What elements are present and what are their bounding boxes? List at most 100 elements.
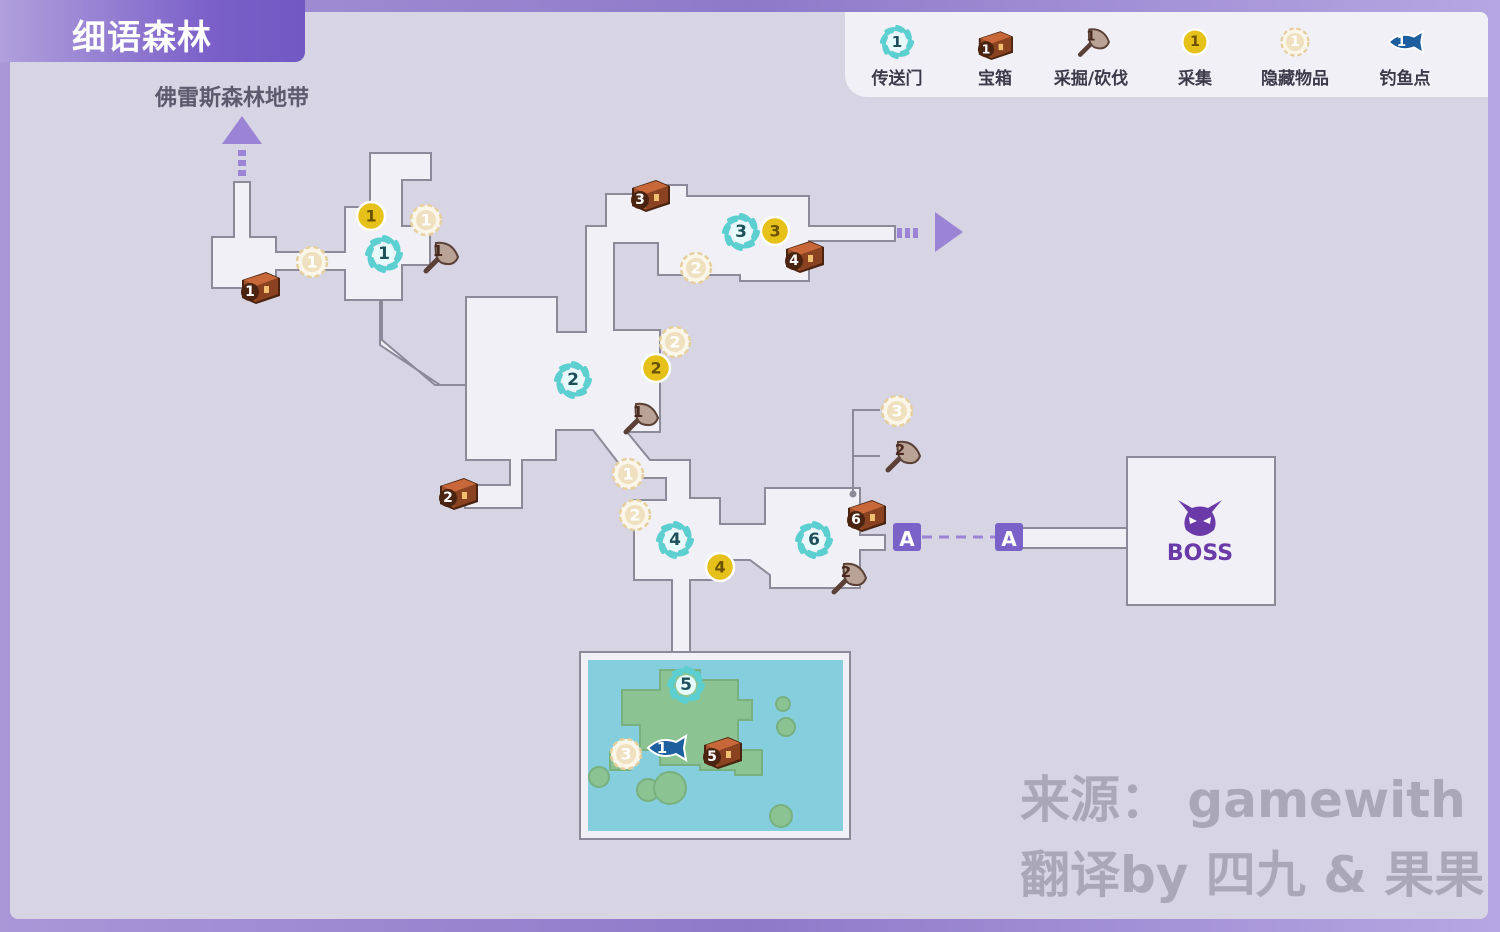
- gather-marker[interactable]: 1: [355, 200, 387, 232]
- portal-marker[interactable]: 5: [665, 664, 706, 705]
- portal-marker[interactable]: 4: [654, 519, 695, 560]
- hidden-item-icon: 1: [1280, 27, 1310, 57]
- chest-legend-glyph: 1: [977, 31, 1013, 60]
- hidden-item-marker[interactable]: 1: [295, 245, 329, 279]
- chest-number: 6: [851, 512, 861, 528]
- gather-number: 1: [1190, 34, 1200, 50]
- hidden-item-marker[interactable]: 3: [609, 737, 643, 771]
- fish-icon: 1: [1387, 29, 1425, 55]
- exit-arrow-right: [897, 212, 963, 252]
- portal-number: 1: [892, 33, 903, 51]
- portal-number: 4: [669, 530, 681, 550]
- exit-arrow-up: [222, 116, 262, 176]
- dig-legend-glyph: 1: [1077, 28, 1110, 57]
- fish-number: 1: [1397, 34, 1406, 50]
- chest-number: 4: [789, 253, 799, 269]
- legend-panel: 1 传送门 1 宝箱 1 采掘/砍伐 1 采集 1 隐藏物品 1 钓鱼点: [845, 12, 1488, 97]
- portal-marker[interactable]: 3: [720, 211, 761, 252]
- dig-number: 1: [433, 242, 443, 260]
- legend-item-gather: 1 采集: [1165, 24, 1225, 89]
- hidden-item-number: 2: [690, 259, 701, 278]
- gather-marker[interactable]: 2: [640, 352, 672, 384]
- axe-icon: 1: [1077, 28, 1110, 57]
- hidden-item-number: 3: [620, 745, 631, 764]
- chest-marker[interactable]: 6: [847, 500, 886, 532]
- fish-legend-glyph: 1: [1387, 29, 1425, 55]
- exit-label: 佛雷斯森林地带: [155, 86, 310, 111]
- map-area-northwest: [211, 152, 896, 656]
- gather-marker[interactable]: 3: [759, 215, 791, 247]
- hidden-item-number: 1: [1290, 34, 1300, 50]
- chest-marker[interactable]: 5: [703, 737, 742, 769]
- legend-item-fish: 1 钓鱼点: [1370, 24, 1440, 89]
- chest-marker[interactable]: 2: [439, 478, 478, 510]
- dig-marker[interactable]: 1: [623, 402, 660, 435]
- chest-marker[interactable]: 1: [241, 272, 280, 304]
- chest-icon: 1: [977, 31, 1013, 60]
- gather-number: 1: [365, 207, 376, 226]
- hidden-item-marker[interactable]: 2: [618, 498, 652, 532]
- hidden-item-marker[interactable]: 3: [880, 394, 914, 428]
- dig-marker[interactable]: 1: [423, 241, 460, 274]
- portal-number: 1: [378, 244, 390, 264]
- boss-demon-icon: [1178, 500, 1222, 536]
- portal-number: 6: [808, 530, 820, 550]
- hidden-item-marker[interactable]: 1: [409, 203, 443, 237]
- hidden-item-marker[interactable]: 1: [611, 457, 645, 491]
- portal-marker[interactable]: 6: [793, 519, 834, 560]
- gather-icon: 1: [1181, 28, 1209, 56]
- dig-number: 2: [895, 441, 905, 459]
- portal-number: 3: [735, 222, 747, 242]
- legend-label-gather: 采集: [1178, 69, 1212, 89]
- portal-icon: 1: [879, 24, 915, 60]
- chest-number: 1: [982, 42, 991, 57]
- legend-label-dig: 采掘/砍伐: [1053, 69, 1129, 89]
- gather-number: 3: [769, 222, 780, 241]
- gather-number: 4: [714, 558, 725, 577]
- hidden-item-marker[interactable]: 2: [658, 325, 692, 359]
- dig-number: 1: [1086, 29, 1095, 45]
- legend-label-portal: 传送门: [871, 69, 923, 89]
- legend-item-chest: 1 宝箱: [965, 24, 1025, 89]
- chest-number: 3: [635, 192, 645, 208]
- chest-marker[interactable]: 3: [631, 180, 670, 212]
- gather-legend-glyph: 1: [1181, 28, 1209, 56]
- gather-number: 2: [650, 359, 661, 378]
- map-markers: 1 1 1 2 2 2 3 3 1 2 3 4 1 2 3 4 5 6 1 1 …: [241, 180, 922, 771]
- dig-marker[interactable]: 2: [885, 440, 922, 473]
- legend-item-dig: 1 采掘/砍伐: [1045, 24, 1137, 89]
- connector-a-link: A A: [893, 523, 1023, 551]
- credit-translation: 翻译by 四九 & 果果: [1020, 846, 1485, 904]
- portal-marker[interactable]: 1: [363, 233, 404, 274]
- hidden-item-number: 1: [306, 253, 317, 272]
- dig-number: 1: [633, 403, 643, 421]
- dig-marker[interactable]: 2: [831, 562, 868, 595]
- portal-marker[interactable]: 2: [552, 359, 593, 400]
- fishing-spot-marker[interactable]: 1: [646, 734, 688, 762]
- hidden-item-number: 2: [669, 333, 680, 352]
- chest-number: 1: [245, 284, 255, 300]
- gather-marker[interactable]: 4: [704, 551, 736, 583]
- boss-marker[interactable]: BOSS: [1167, 500, 1233, 566]
- portal-number: 5: [680, 675, 692, 695]
- hidden-item-marker[interactable]: 2: [679, 251, 713, 285]
- fish-number: 1: [657, 739, 667, 757]
- hidden-item-number: 3: [891, 402, 902, 421]
- connector-label: A: [1001, 527, 1017, 551]
- boss-corridor: [1019, 527, 1128, 549]
- dig-number: 2: [841, 563, 851, 581]
- hidden-legend-glyph: 1: [1280, 27, 1310, 57]
- credit-source: 来源： gamewith: [1020, 771, 1466, 829]
- branch-line: [852, 409, 880, 494]
- chest-marker[interactable]: 4: [785, 241, 824, 273]
- legend-label-chest: 宝箱: [978, 69, 1012, 89]
- chest-number: 5: [707, 749, 717, 765]
- legend-item-hidden: 1 隐藏物品: [1250, 24, 1340, 89]
- hidden-item-number: 1: [420, 211, 431, 230]
- map-title: 细语森林: [72, 18, 212, 58]
- connector-label: A: [899, 527, 915, 551]
- legend-label-fish: 钓鱼点: [1379, 69, 1431, 89]
- boss-label: BOSS: [1167, 541, 1233, 566]
